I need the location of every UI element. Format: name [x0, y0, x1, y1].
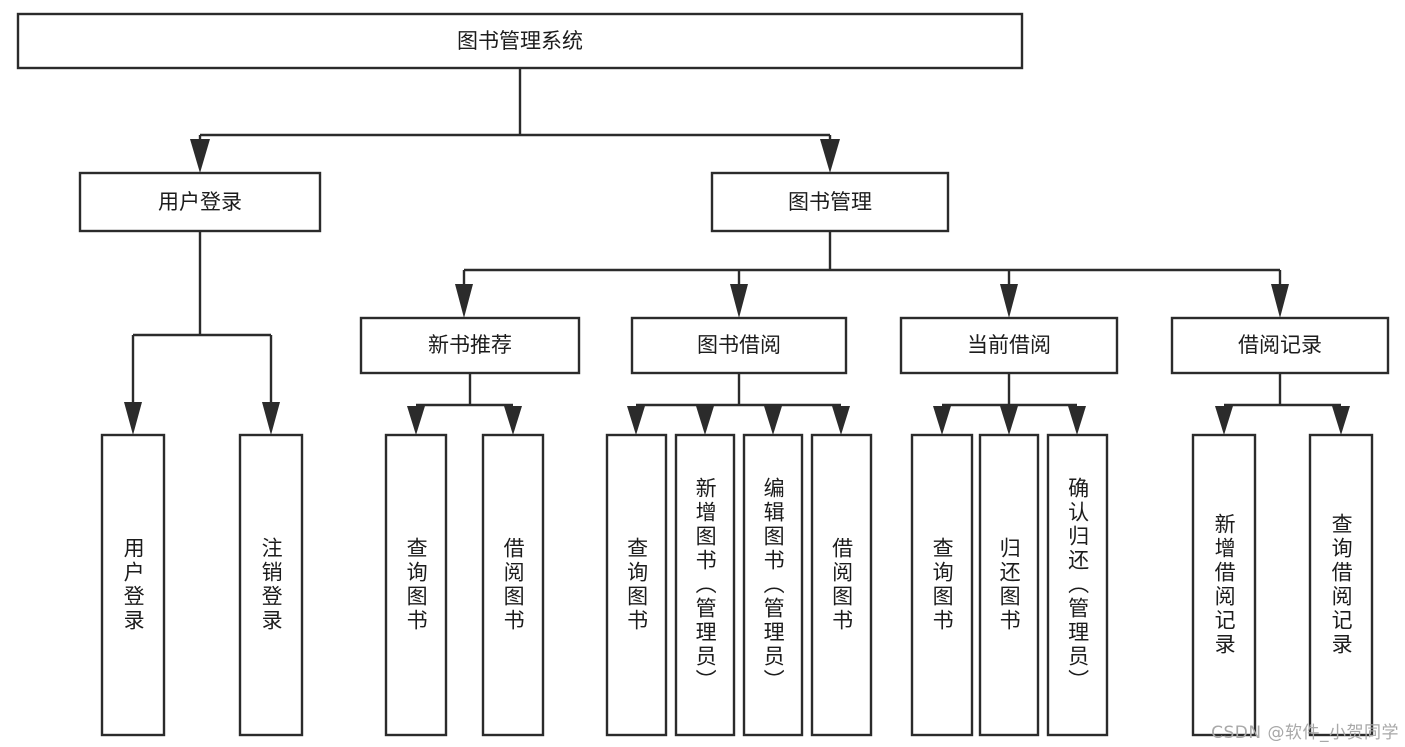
- node-box-leaf-logout-login[interactable]: [238, 433, 304, 737]
- node-box-book-management[interactable]: [710, 171, 950, 233]
- arrow-head-leaf-return-book: [1000, 406, 1018, 435]
- node-box-leaf-user-login[interactable]: [100, 433, 166, 737]
- node-box-leaf-query-borrow-record[interactable]: [1308, 433, 1374, 737]
- node-box-borrow-record[interactable]: [1170, 316, 1390, 375]
- node-box-leaf-add-borrow-record[interactable]: [1191, 433, 1257, 737]
- arrow-head-leaf-edit-book-admin: [764, 406, 782, 435]
- arrow-head-leaf-logout-login: [262, 402, 280, 435]
- node-box-leaf-add-book-admin[interactable]: [674, 433, 736, 737]
- arrow-head-user-login: [190, 139, 210, 173]
- arrow-head-leaf-confirm-return-admin: [1068, 406, 1086, 435]
- node-box-root[interactable]: [16, 12, 1024, 70]
- arrow-head-book-management: [820, 139, 840, 173]
- arrow-head-leaf-add-book-admin: [696, 406, 714, 435]
- node-box-leaf-query-book-1[interactable]: [384, 433, 448, 737]
- node-box-leaf-return-book[interactable]: [978, 433, 1040, 737]
- arrow-head-current-borrow: [1000, 284, 1018, 318]
- arrow-head-borrow-record: [1271, 284, 1289, 318]
- arrow-head-leaf-query-book-2: [627, 406, 645, 435]
- node-box-leaf-edit-book-admin[interactable]: [742, 433, 804, 737]
- node-box-leaf-confirm-return-admin[interactable]: [1046, 433, 1109, 737]
- node-box-user-login[interactable]: [78, 171, 322, 233]
- arrow-head-leaf-query-book-1: [407, 406, 425, 435]
- node-box-current-borrow[interactable]: [899, 316, 1119, 375]
- node-box-leaf-query-book-3[interactable]: [910, 433, 974, 737]
- node-box-leaf-query-book-2[interactable]: [605, 433, 668, 737]
- arrow-head-leaf-query-book-3: [933, 406, 951, 435]
- node-box-new-book-recommend[interactable]: [359, 316, 581, 375]
- arrow-head-leaf-add-borrow-record: [1215, 406, 1233, 435]
- node-box-leaf-borrow-book-2[interactable]: [810, 433, 873, 737]
- watermark-text: CSDN @软件_小贺同学: [1211, 723, 1399, 743]
- node-box-book-borrow[interactable]: [630, 316, 848, 375]
- node-box-leaf-borrow-book-1[interactable]: [481, 433, 545, 737]
- arrow-head-leaf-query-borrow-record: [1332, 406, 1350, 435]
- arrow-head-leaf-user-login: [124, 402, 142, 435]
- arrow-head-new-book-recommend: [455, 284, 473, 318]
- arrow-head-leaf-borrow-book-2: [832, 406, 850, 435]
- arrow-head-book-borrow: [730, 284, 748, 318]
- arrow-head-leaf-borrow-book-1: [504, 406, 522, 435]
